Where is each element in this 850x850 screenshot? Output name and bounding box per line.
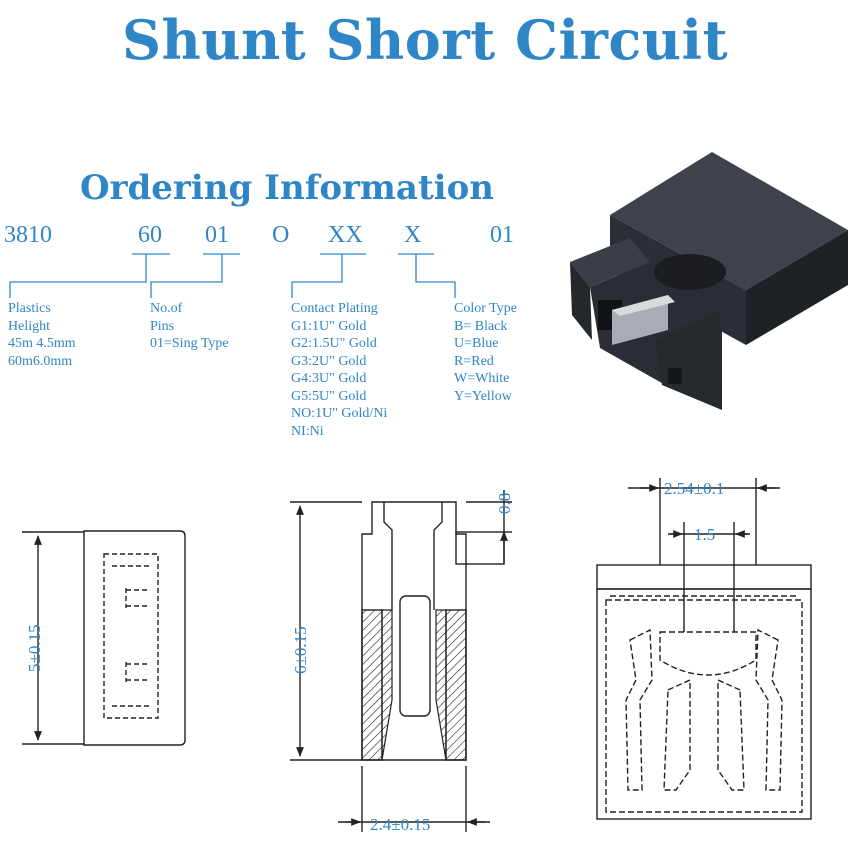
- dim-bottom-mid: 2.4±0.15: [370, 815, 430, 834]
- dim-height-mid: 6±0.15: [291, 626, 310, 674]
- pins-line: 01=Sing Type: [150, 336, 229, 351]
- leader-plastics: [9, 254, 147, 298]
- page-title: Shunt Short Circuit: [121, 8, 729, 72]
- plating-line: Contact Plating: [291, 301, 378, 316]
- contact-plating-group: Contact Plating G1:1U" Gold G2:1.5U" Gol…: [291, 300, 387, 440]
- plating-line: NI:Ni: [291, 423, 324, 439]
- leader-color: [415, 254, 456, 298]
- plating-line: G4:3U" Gold: [291, 371, 367, 386]
- color-line: W=White: [454, 371, 510, 386]
- dim-inner: 1.5: [694, 525, 715, 544]
- front-view-right: [596, 478, 812, 820]
- plating-line: NO:1U" Gold/Ni: [291, 406, 388, 421]
- dim-top-mid: 0.8: [495, 493, 514, 514]
- dim-height-left: 5±0.15: [25, 624, 44, 672]
- color-line: B= Black: [454, 318, 508, 334]
- color-line: Y=Yellow: [454, 388, 512, 404]
- leader-pins: [150, 254, 223, 298]
- plating-line: G3:2U" Gold: [291, 353, 367, 369]
- code-part-series: 3810: [4, 222, 52, 248]
- pins-line: Pins: [150, 318, 175, 334]
- plating-line: G2:1.5U" Gold: [291, 336, 377, 351]
- shunt-product-image: [570, 152, 848, 410]
- ordering-info-heading: Ordering Information: [80, 168, 494, 208]
- code-part-height: 60: [138, 222, 162, 248]
- color-type-group: Color Type B= Black U=Blue R=Red W=White…: [454, 300, 517, 405]
- code-part-color: X: [404, 222, 422, 248]
- leader-lines: [9, 253, 456, 298]
- color-line: R=Red: [454, 353, 494, 369]
- code-part-plating: XX: [328, 222, 363, 248]
- pins-group: No.of Pins 01=Sing Type: [150, 300, 229, 353]
- side-view-left: [22, 530, 186, 746]
- plastics-line: Plastics: [8, 301, 51, 316]
- plastics-line: Helight: [8, 318, 50, 334]
- code-part-suffix: 01: [490, 222, 514, 248]
- pins-line: No.of: [150, 301, 183, 316]
- code-part-type: O: [272, 222, 290, 248]
- code-part-pins: 01: [205, 222, 229, 248]
- plating-line: G1:1U" Gold: [291, 318, 367, 334]
- plastics-line: 45m 4.5mm: [8, 336, 76, 351]
- plastics-line: 60m6.0mm: [8, 353, 73, 369]
- section-view-middle: [290, 490, 512, 832]
- color-line: U=Blue: [454, 336, 499, 351]
- leader-plating: [291, 254, 343, 298]
- dim-pitch: 2.54±0.1: [664, 479, 724, 498]
- color-line: Color Type: [454, 301, 517, 316]
- plastics-height-group: Plastics Helight 45m 4.5mm 60m6.0mm: [8, 300, 76, 370]
- plating-line: G5:5U" Gold: [291, 388, 367, 404]
